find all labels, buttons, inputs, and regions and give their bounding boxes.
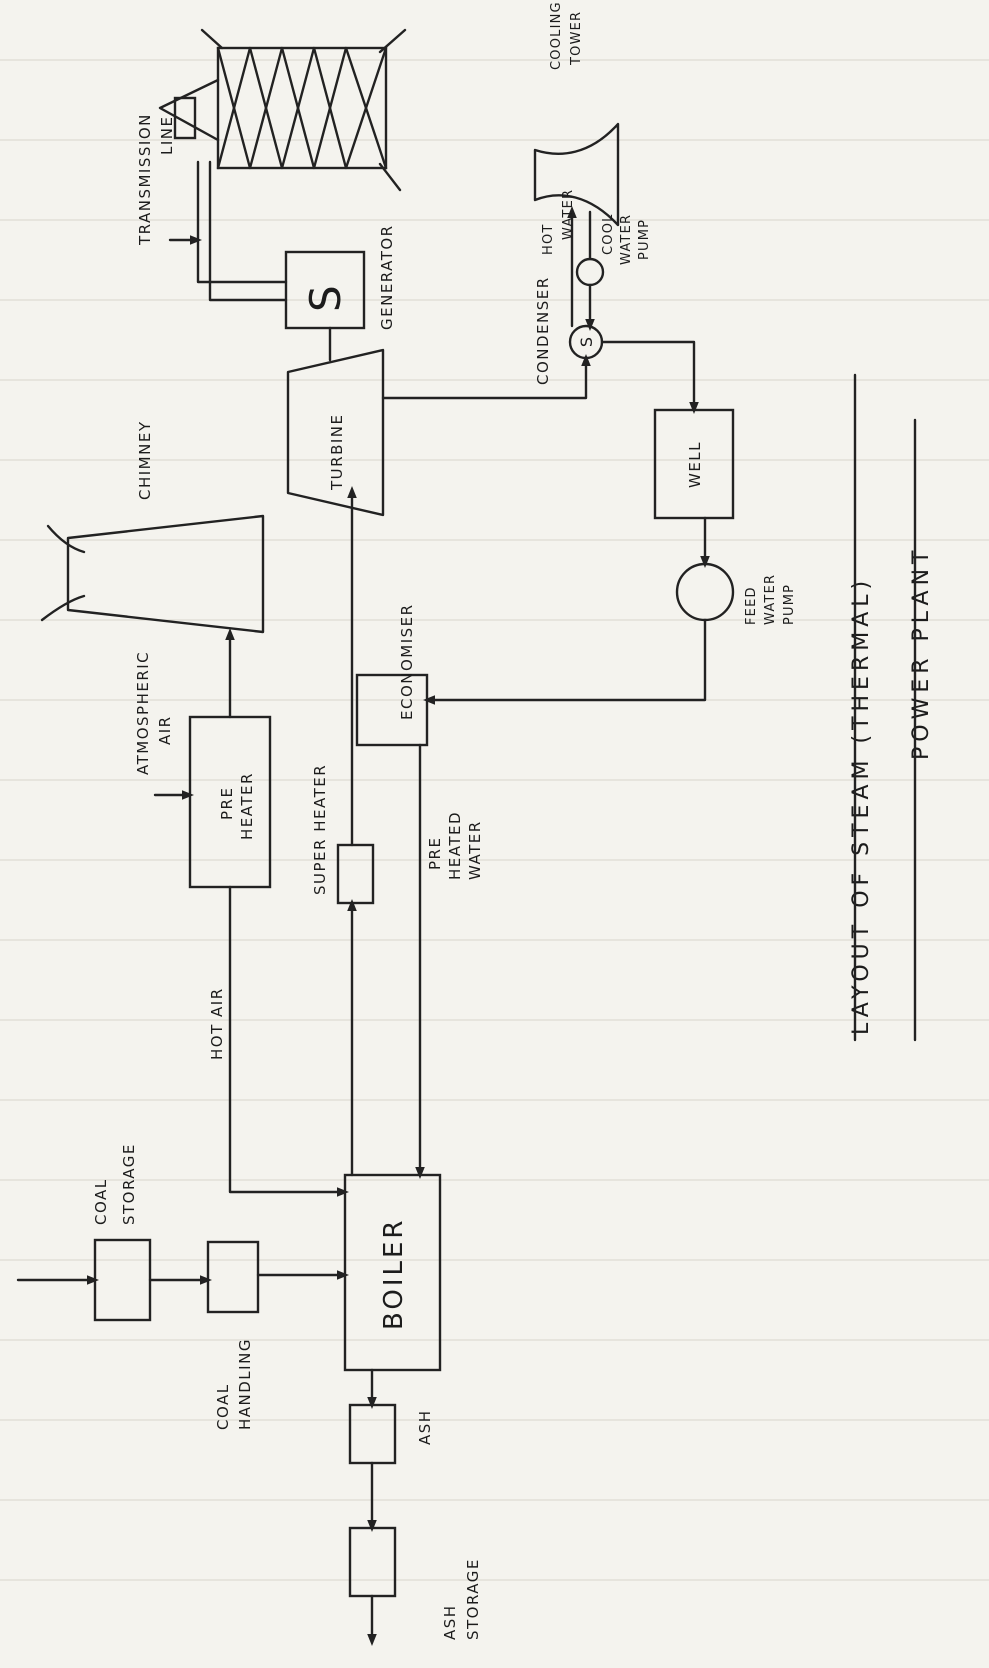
economiser-label: ECONOMISER xyxy=(398,603,416,720)
ash-label: ASH xyxy=(416,1409,434,1445)
cooling-tower-label-2: TOWER xyxy=(569,11,584,66)
super-heater-label: SUPER HEATER xyxy=(311,764,329,895)
generator-to-line-b xyxy=(208,160,288,302)
turbine-to-condenser-line xyxy=(381,354,591,400)
feed-water-pump-label-2: WATER xyxy=(763,574,778,625)
ash-box xyxy=(348,1403,397,1465)
boiler-label: BOILER xyxy=(379,1218,409,1331)
cooling-tower-label-1: COOLING xyxy=(549,1,564,70)
feed-to-economiser-line xyxy=(423,618,707,705)
ash-storage-label-1: ASH xyxy=(441,1604,459,1640)
turbine-shape xyxy=(286,348,385,517)
super-heater-box xyxy=(336,843,375,905)
pre-heated-water-label-1: PRE xyxy=(426,837,444,870)
chimney-label: CHIMNEY xyxy=(136,421,154,500)
atmospheric-air-label-2: AIR xyxy=(156,715,174,745)
hot-water-label-1: HOT xyxy=(541,223,556,255)
smoke-line-2 xyxy=(40,594,86,622)
hot-air-label: HOT AIR xyxy=(208,987,226,1060)
coal-storage-label-1: COAL xyxy=(92,1178,110,1225)
pre-heated-water-label-2: HEATED xyxy=(446,811,464,880)
transmission-label-1: TRANSMISSION xyxy=(136,113,154,246)
atmospheric-air-label-1: ATMOSPHERIC xyxy=(134,651,152,775)
generator-label: GENERATOR xyxy=(378,224,396,330)
generator-box xyxy=(284,250,366,330)
cooling-tower-shape xyxy=(533,122,620,227)
coal-handling-label-1: COAL xyxy=(214,1383,232,1430)
diagram-title-line1: LAYOUT OF STEAM (THERMAL) xyxy=(849,576,874,1035)
feed-water-pump-label-1: FEED xyxy=(744,586,759,625)
turbine-label: TURBINE xyxy=(328,414,346,491)
chimney-shape xyxy=(66,514,265,634)
coal-storage-box xyxy=(93,1238,152,1322)
smoke-line-1 xyxy=(46,524,86,554)
hot-water-label-2: WATER xyxy=(561,189,576,240)
diagram-title-line2: POWER PLANT xyxy=(909,546,934,761)
cool-water-pump-label-1: COOL xyxy=(601,213,616,255)
transmission-label-2: LINE xyxy=(158,116,176,155)
economiser-box xyxy=(355,673,429,747)
condenser-to-well-line xyxy=(600,340,699,414)
paper-lines xyxy=(0,59,989,1581)
generator-to-line-a xyxy=(196,160,288,284)
condenser-label: CONDENSER xyxy=(534,276,552,385)
transmission-tower xyxy=(158,28,407,192)
cool-water-pump-circle xyxy=(575,257,605,287)
generator-symbol: S xyxy=(301,285,350,312)
pre-heated-water-label-3: WATER xyxy=(466,820,484,880)
coal-handling-box xyxy=(206,1240,260,1314)
hot-air-line xyxy=(228,885,349,1197)
ash-storage-label-2: STORAGE xyxy=(464,1558,482,1640)
well-label: WELL xyxy=(686,441,704,488)
coal-storage-label-2: STORAGE xyxy=(120,1143,138,1225)
cool-water-pump-label-2: WATER xyxy=(619,214,634,265)
condenser-symbol: S xyxy=(577,337,596,347)
pre-heater-label-2: HEATER xyxy=(238,772,256,840)
pre-heater-label-1: PRE xyxy=(218,787,236,820)
ash-storage-box xyxy=(348,1526,397,1598)
cool-water-pump-label-3: PUMP xyxy=(637,219,652,260)
coal-handling-label-2: HANDLING xyxy=(236,1338,254,1430)
feed-water-pump-label-3: PUMP xyxy=(782,584,797,625)
feed-water-pump-circle xyxy=(675,562,735,622)
